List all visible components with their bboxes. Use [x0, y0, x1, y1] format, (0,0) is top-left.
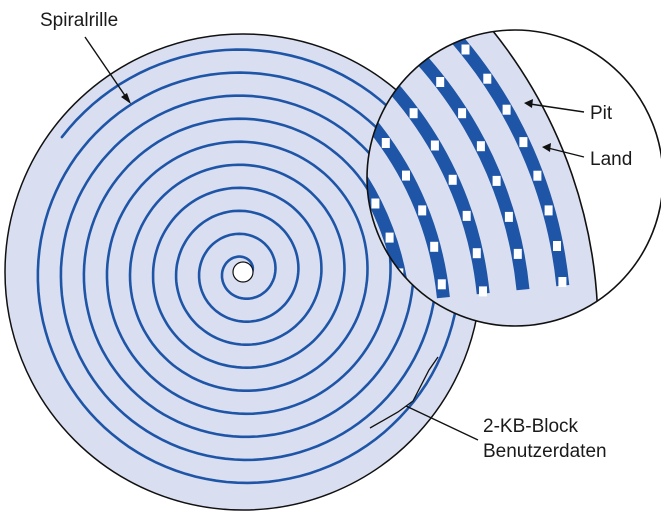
pit [479, 286, 487, 297]
pit [502, 104, 511, 115]
spiral-pointer-arrowhead [121, 93, 131, 104]
pit [437, 279, 446, 290]
pit [558, 277, 567, 287]
pit [472, 248, 481, 259]
pit [504, 211, 513, 222]
pit [448, 174, 457, 185]
pit [533, 170, 542, 181]
center-hole [232, 261, 254, 283]
block-bracket [369, 356, 439, 429]
pit [492, 175, 501, 186]
pit-label: Pit [590, 103, 613, 124]
pit [384, 30, 393, 32]
pit [430, 140, 439, 151]
pit [409, 108, 418, 119]
pit [418, 205, 427, 216]
pit-pointer [529, 103, 585, 113]
pit [461, 44, 470, 55]
pit [553, 241, 561, 251]
block-label-line1: 2-KB-Block [483, 416, 579, 437]
disc-edge-magnified [367, 30, 661, 326]
pit [476, 141, 485, 152]
magnified-tracks [294, 0, 661, 326]
block-pointer [405, 405, 479, 441]
pit [436, 77, 445, 87]
pit [544, 205, 553, 216]
pit [458, 108, 467, 119]
pit [357, 51, 365, 61]
track [367, 30, 530, 291]
pit [402, 170, 410, 181]
land-pointer [547, 147, 585, 158]
spiral-groove [36, 48, 462, 485]
track [367, 63, 411, 303]
pit [327, 27, 335, 37]
spiral-label: Spiralrille [40, 10, 118, 31]
track [367, 30, 570, 287]
pit [411, 0, 419, 2]
pit [385, 232, 394, 243]
magnifier-rim [366, 29, 661, 327]
pit [355, 0, 363, 8]
pit [371, 198, 380, 209]
pit [519, 137, 528, 148]
spiral-pointer [84, 36, 129, 101]
pit [462, 210, 471, 221]
block-label-line2: Benutzerdaten [483, 441, 607, 462]
pit-pointer-arrowhead [524, 99, 533, 108]
magnifier [294, 0, 661, 327]
pit [411, 48, 420, 58]
pit [294, 7, 302, 17]
land-pointer-arrowhead [542, 143, 551, 152]
land-label: Land [590, 149, 632, 170]
pit [430, 241, 439, 252]
pit [437, 17, 445, 27]
pit [381, 138, 390, 148]
pit [483, 73, 492, 84]
pit [513, 248, 522, 259]
